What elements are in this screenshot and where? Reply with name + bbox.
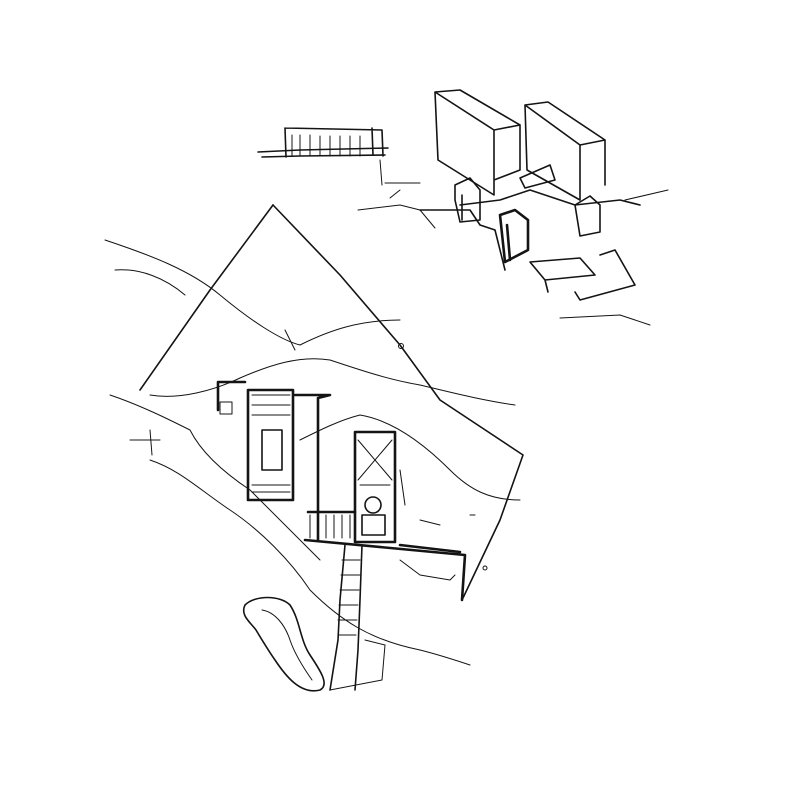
terrain-contours: [104, 239, 521, 666]
building-right: [353, 430, 397, 544]
landform: [242, 596, 325, 692]
access-path: [329, 544, 386, 691]
site-boundary: [139, 204, 524, 599]
isometric-sketch: [357, 89, 669, 326]
building-left: [216, 380, 332, 542]
elevation-sketch: [257, 127, 421, 186]
sketch-marks: [129, 329, 488, 571]
connecting-walls: [303, 510, 467, 602]
